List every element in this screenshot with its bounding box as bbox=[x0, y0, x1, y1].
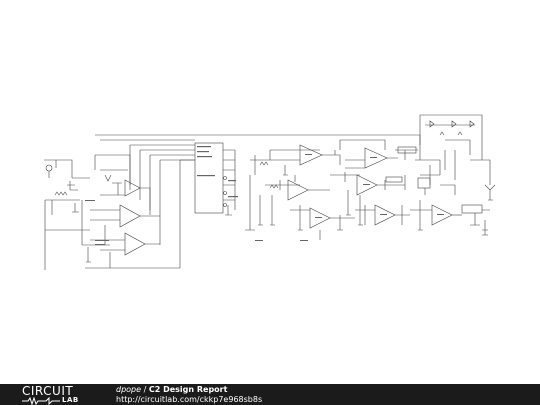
footer-bar: CIRCUIT LAB dpope / C2 Design Report htt… bbox=[0, 384, 540, 405]
upper-left-buffer bbox=[94, 154, 151, 210]
logo-waveform-icon bbox=[22, 397, 60, 405]
design-title: C2 Design Report bbox=[148, 385, 228, 394]
design-title-line: dpope / C2 Design Report bbox=[116, 385, 227, 394]
title-separator: / bbox=[143, 385, 147, 394]
logo-text-bottom: LAB bbox=[62, 396, 79, 404]
author-link[interactable]: dpope bbox=[116, 385, 142, 394]
circuitlab-logo[interactable]: CIRCUIT LAB bbox=[22, 384, 94, 405]
left-input-stage bbox=[44, 159, 110, 270]
right-output-stage bbox=[404, 114, 496, 236]
microcontroller-block bbox=[194, 142, 236, 216]
schematic-canvas bbox=[44, 114, 496, 270]
filter-stage-1 bbox=[245, 144, 341, 231]
filter-stage-3 bbox=[290, 200, 490, 240]
design-url[interactable]: http://circuitlab.com/ckkp7e968sb8s bbox=[116, 395, 263, 404]
left-opamps bbox=[85, 204, 180, 269]
bus-lines bbox=[95, 134, 421, 268]
logo-text-top: CIRCUIT bbox=[22, 384, 74, 398]
